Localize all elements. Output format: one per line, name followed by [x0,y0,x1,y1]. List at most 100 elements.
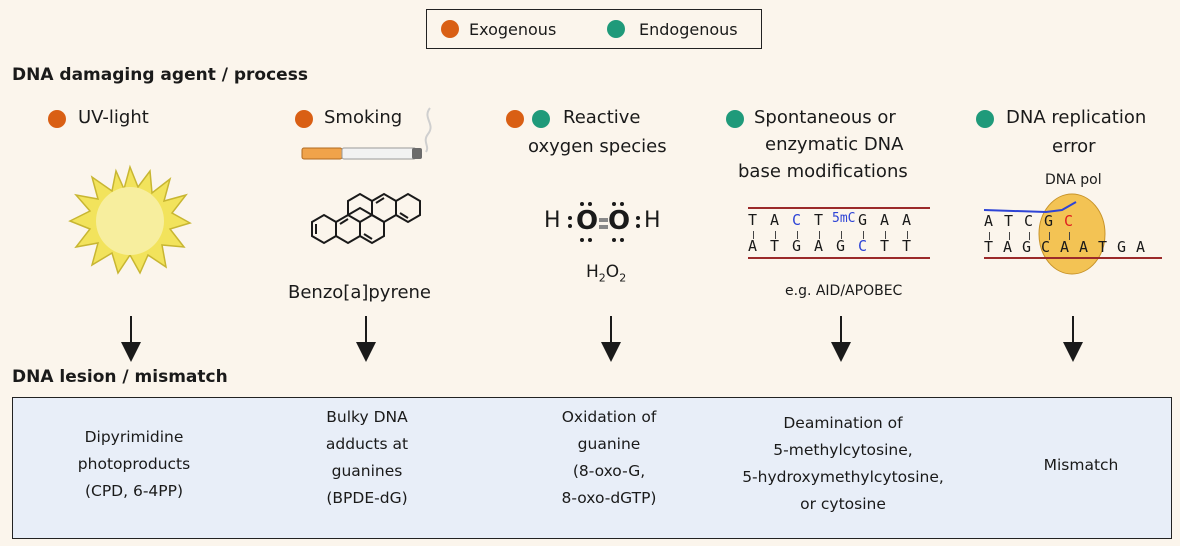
lesion-box: Dipyrimidine photoproducts (CPD, 6-4PP) … [12,397,1172,539]
base-letter: C [1041,238,1051,256]
ros-label-line2: oxygen species [528,136,667,157]
h-right: H [644,208,661,233]
lesion-spontaneous-line: 5-methylcytosine, [773,441,913,459]
lesion-smoking-line: adducts at [325,435,409,453]
base-letter: T [1004,212,1014,230]
base-letter: A [1136,238,1146,256]
lesion-uv-line: photoproducts [77,455,191,473]
lesion-spontaneous-line: Deamination of [783,414,903,432]
lesion-ros-line: Oxidation of [561,408,657,426]
lesion-uv-line: Dipyrimidine [84,428,184,446]
base-letter: T [1098,238,1108,256]
base-letter: A [748,237,758,255]
lesion-ros-line: guanine [577,435,641,453]
uv-exogenous-dot-icon [48,110,66,128]
lesion-ros: Oxidation of guanine (8-oxo-G, 8-oxo-dGT… [562,404,657,512]
base-pair-tick [775,231,776,239]
lesions-section-title: DNA lesion / mismatch [12,367,228,387]
spontaneous-label-line1: Spontaneous or [754,107,896,128]
agents-section-title: DNA damaging agent / process [12,65,308,85]
formula-o: O [605,262,620,282]
lesion-smoking-line: (BPDE-dG) [326,489,408,507]
formula-h: H [586,262,599,282]
sun-icon [68,164,192,275]
base-letter: C [1024,212,1034,230]
o-left: O [576,206,599,236]
spontaneous-label-line3: base modifications [738,161,908,182]
lesion-smoking-line: Bulky DNA [326,408,408,426]
base-letter: G [792,237,802,255]
lesion-spontaneous: Deamination of 5-methylcytosine, 5-hydro… [742,410,944,518]
cigarette-icon [301,107,432,160]
spontaneous-label-line2: enzymatic DNA [765,134,904,155]
base-letter: A [814,237,824,255]
lesion-smoking: Bulky DNA adducts at guanines (BPDE-dG) [326,404,408,512]
base-pair-tick [1009,232,1010,240]
base-letter: A [880,211,890,229]
dna-pol-label: DNA pol [1045,172,1102,188]
base-letter: C [1064,212,1074,230]
exogenous-dot-icon [441,20,459,38]
base-pair-tick [819,231,820,239]
base-letter: A [902,211,912,229]
legend: Exogenous Endogenous [426,9,762,49]
base-pair-tick [863,231,864,239]
aid-apobec-caption: e.g. AID/APOBEC [785,283,903,299]
replication-label-line2: error [1052,136,1096,157]
replication-label-line1: DNA replication [1006,107,1147,128]
lesion-uv: Dipyrimidine photoproducts (CPD, 6-4PP) [78,424,190,505]
base-letter: T [748,211,758,229]
base-letter: T [880,237,890,255]
base-pair-tick [989,232,990,240]
legend-exogenous-label: Exogenous [469,20,557,39]
base-letter: G [858,211,868,229]
base-pair-tick [841,231,842,239]
replication-endogenous-dot-icon [976,110,994,128]
lesion-replication: Mismatch [1044,452,1119,479]
base-pair-tick [1069,232,1070,240]
base-letter: G [1044,212,1054,230]
lesion-ros-line: (8-oxo-G, [572,462,646,480]
h2o2-lewis-structure: H O O H [544,200,664,244]
formula-sub-1: 2 [598,271,606,285]
base-letter: T [770,237,780,255]
o-right: O [608,206,631,236]
base-letter: G [836,237,846,255]
base-letter: A [984,212,994,230]
lesion-ros-line: 8-oxo-dGTP) [561,489,657,507]
base-pair-tick [907,231,908,239]
lesion-spontaneous-line: or cytosine [800,495,886,513]
spontaneous-endogenous-dot-icon [726,110,744,128]
base-letter: 5mC [832,211,856,226]
base-letter: A [1003,238,1013,256]
base-letter: T [814,211,824,229]
h-left: H [544,208,561,233]
ros-label-line1: Reactive [563,107,641,128]
lesion-spontaneous-line: 5-hydroxymethylcytosine, [742,468,944,486]
ros-endogenous-dot-icon [532,110,550,128]
ros-exogenous-dot-icon [506,110,524,128]
endogenous-dot-icon [607,20,625,38]
dna-polymerase-icon [983,193,1162,275]
base-pair-tick [753,231,754,239]
base-letter: G [1022,238,1032,256]
h2o2-formula: H2O2 [586,262,626,284]
lesion-smoking-line: guanines [331,462,403,480]
base-pair-tick [1029,232,1030,240]
legend-endogenous-label: Endogenous [639,20,738,39]
formula-sub-2: 2 [619,271,627,285]
base-pair-tick [885,231,886,239]
lesion-uv-line: (CPD, 6-4PP) [84,482,184,500]
benzo-a-pyrene-structure-icon [311,192,421,245]
base-letter: T [902,237,912,255]
smoking-label: Smoking [324,107,403,128]
base-pair-tick [1049,232,1050,240]
base-letter: T [984,238,994,256]
base-letter: A [1060,238,1070,256]
smoking-exogenous-dot-icon [295,110,313,128]
benzo-a-pyrene-caption: Benzo[a]pyrene [288,282,432,303]
base-letter: C [792,211,802,229]
